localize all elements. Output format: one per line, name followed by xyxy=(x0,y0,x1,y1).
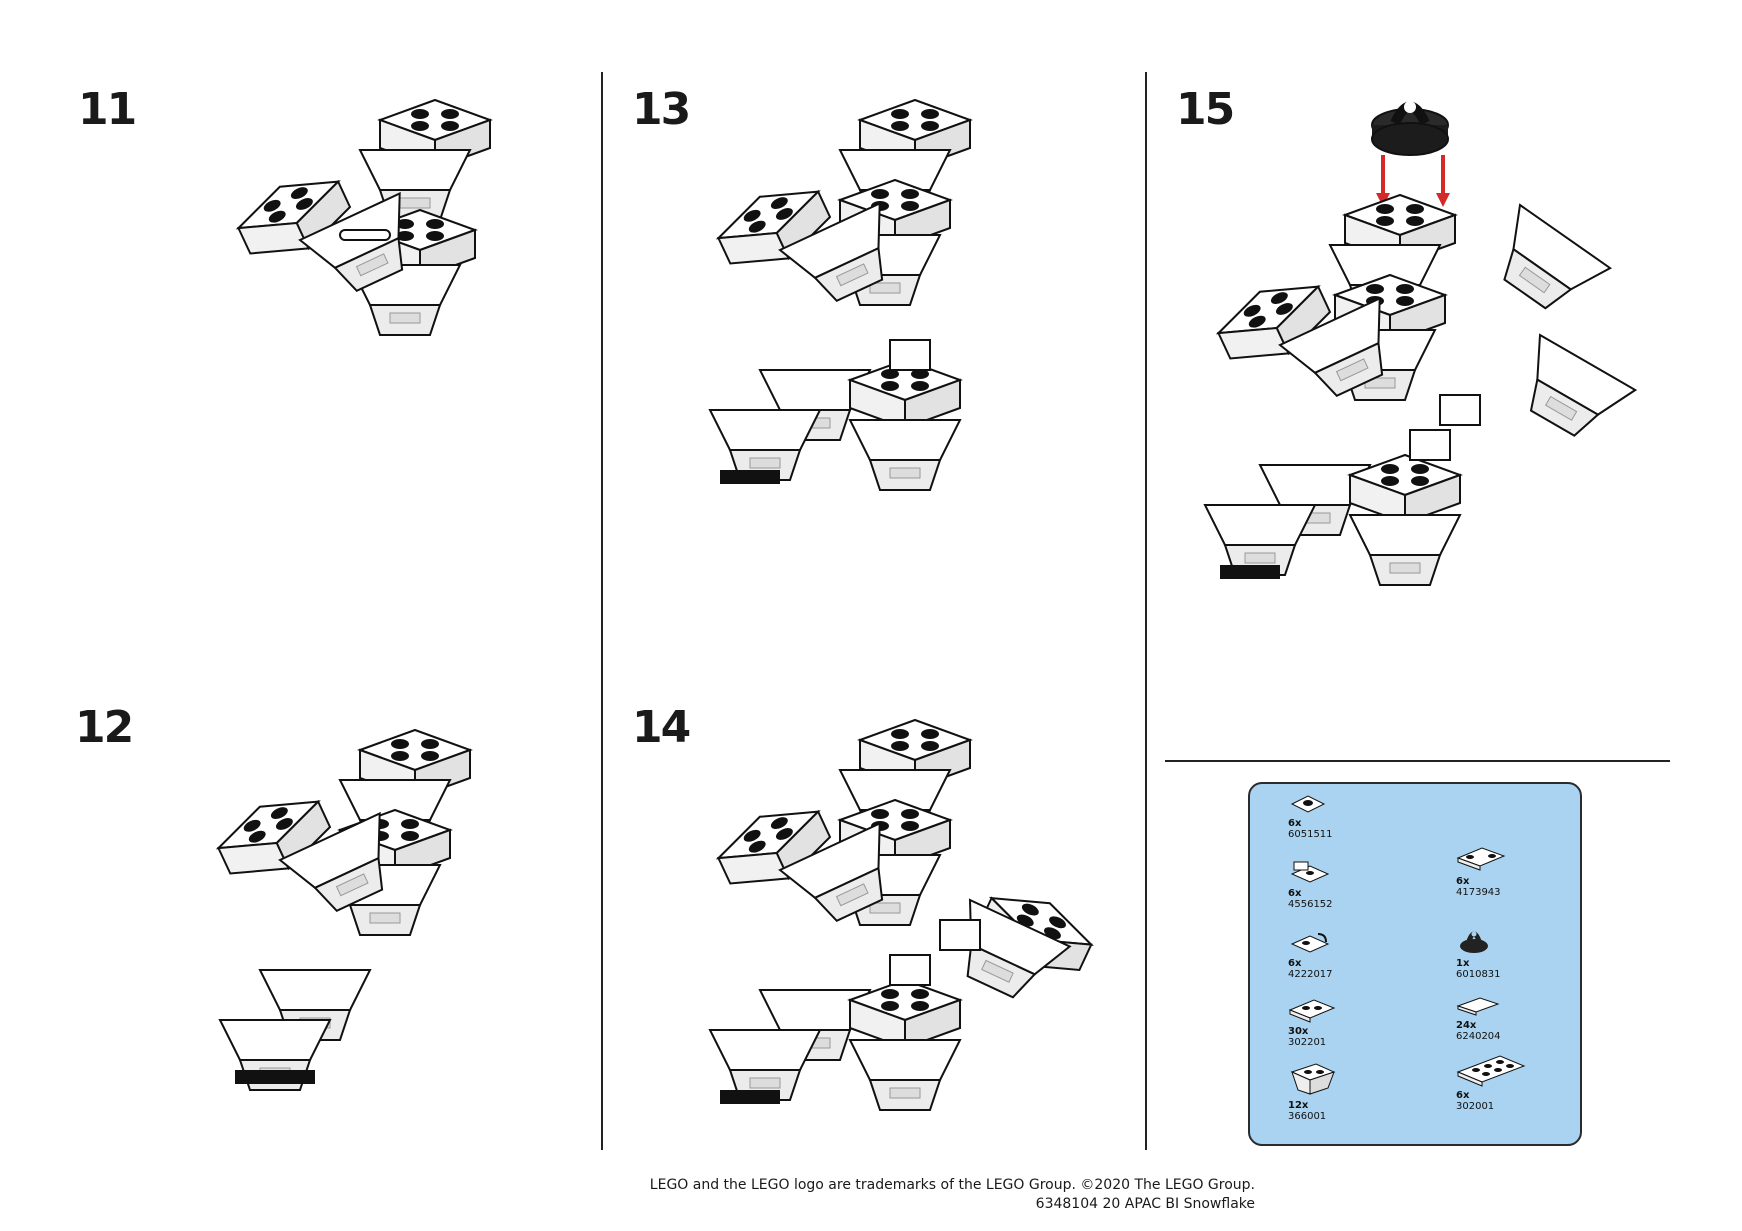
part-item: 6x 4222017 xyxy=(1288,928,1378,980)
hinge-plate-icon xyxy=(1456,847,1506,871)
part-id: 302001 xyxy=(1456,1101,1495,1112)
step-number-11: 11 xyxy=(78,84,137,135)
parts-list-panel: 6x 6051511 6x 4556152 6x 4222017 30x 302… xyxy=(1248,782,1582,1146)
part-id: 366001 xyxy=(1288,1111,1327,1122)
round-tile-stud-icon xyxy=(1290,795,1326,813)
part-item: 6x 6051511 xyxy=(1288,792,1378,840)
clip-plate-icon xyxy=(1290,933,1330,953)
step-number-15: 15 xyxy=(1176,84,1235,135)
part-id: 4222017 xyxy=(1288,969,1333,980)
slope-inverted-icon xyxy=(1290,1063,1336,1095)
placement-arrows xyxy=(1376,155,1450,207)
step-12-illustration xyxy=(209,729,471,1091)
black-hanger-icon xyxy=(1460,931,1488,953)
step-number-12: 12 xyxy=(75,702,134,753)
section-divider xyxy=(1165,760,1670,762)
bracket-plate-icon xyxy=(1290,861,1330,883)
part-item: 6x 4556152 xyxy=(1288,858,1378,910)
part-qty: 6x xyxy=(1456,876,1470,887)
step-number-14: 14 xyxy=(632,702,691,753)
column-divider-right xyxy=(1145,72,1147,1150)
step-11-illustration xyxy=(229,99,491,336)
part-item: 12x 366001 xyxy=(1288,1062,1378,1122)
column-divider-left xyxy=(601,72,603,1150)
plate-1x2-icon xyxy=(1288,999,1336,1023)
tile-1x2-icon xyxy=(1456,997,1500,1016)
part-qty: 1x xyxy=(1456,958,1470,969)
part-item: 1x 6010831 xyxy=(1456,922,1546,980)
plate-2x4-icon xyxy=(1456,1055,1526,1087)
part-id: 4556152 xyxy=(1288,899,1333,910)
part-qty: 6x xyxy=(1288,818,1302,829)
part-qty: 6x xyxy=(1288,958,1302,969)
legal-footer: LEGO and the LEGO logo are trademarks of… xyxy=(650,1176,1255,1214)
part-qty: 12x xyxy=(1288,1100,1309,1111)
part-item: 6x 4173943 xyxy=(1456,844,1546,898)
part-item: 30x 302201 xyxy=(1288,996,1378,1048)
part-id: 6010831 xyxy=(1456,969,1501,980)
hanger-piece xyxy=(1371,101,1449,156)
step-number-13: 13 xyxy=(632,84,691,135)
part-qty: 30x xyxy=(1288,1026,1309,1037)
part-qty: 24x xyxy=(1456,1020,1477,1031)
part-item: 24x 6240204 xyxy=(1456,994,1546,1042)
part-item: 6x 302001 xyxy=(1456,1054,1546,1112)
part-qty: 6x xyxy=(1456,1090,1470,1101)
step-15-illustration xyxy=(1204,101,1637,586)
part-id: 6051511 xyxy=(1288,829,1333,840)
trademark-notice: LEGO and the LEGO logo are trademarks of… xyxy=(649,1177,1255,1193)
part-qty: 6x xyxy=(1288,888,1302,899)
product-code: 6348104 20 APAC BI Snowflake xyxy=(1035,1196,1255,1212)
step-14-illustration xyxy=(709,719,1101,1111)
part-id: 6240204 xyxy=(1456,1031,1501,1042)
part-id: 302201 xyxy=(1288,1037,1327,1048)
step-13-illustration xyxy=(709,99,971,491)
part-id: 4173943 xyxy=(1456,887,1501,898)
